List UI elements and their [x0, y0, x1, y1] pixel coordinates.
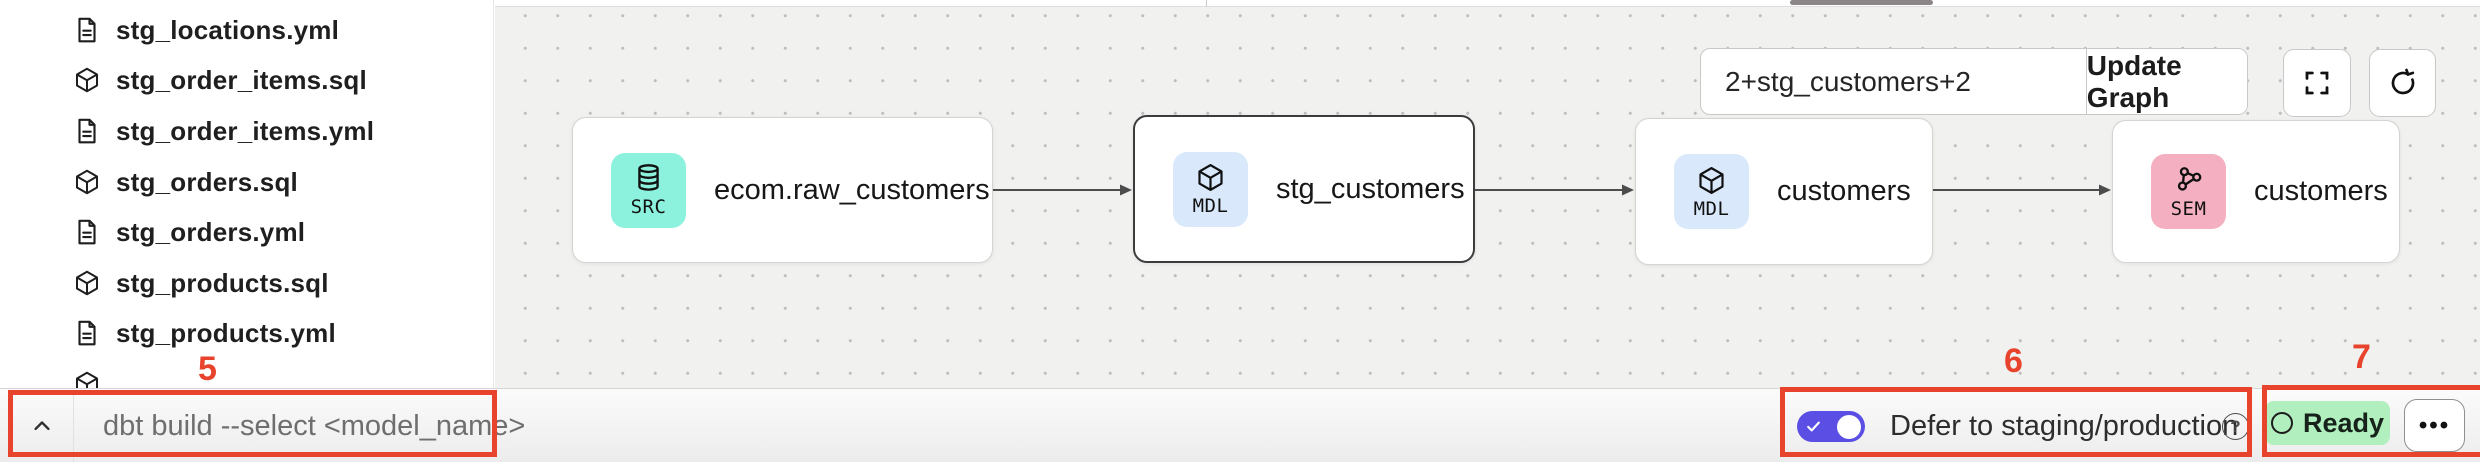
command-bar-divider	[73, 391, 74, 462]
file-doc-icon	[78, 320, 96, 346]
semantic-badge: SEM	[2151, 154, 2226, 229]
edge-src-to-stg-customers	[993, 182, 1133, 198]
more-options-button[interactable]: •••	[2404, 399, 2465, 452]
command-bar: dbt build --select <model_name> Defer to…	[0, 388, 2480, 462]
file-item-stg-orders-yml[interactable]: stg_orders.yml	[72, 215, 305, 249]
file-name: stg_locations.yml	[116, 14, 340, 45]
graph-selector-combo: Update Graph	[1700, 48, 2248, 115]
model-badge: MDL	[1173, 151, 1248, 227]
cube-icon	[1198, 164, 1223, 191]
model-cube-icon	[76, 371, 98, 388]
selector-input[interactable]	[1701, 49, 2086, 114]
file-name: stg_orders.sql	[116, 166, 298, 197]
defer-label: Defer to staging/production	[1890, 409, 2239, 442]
status-text: Ready	[2302, 407, 2385, 438]
status-badge: Ready	[2265, 401, 2390, 445]
file-name: stg_products.sql	[116, 267, 329, 298]
model-badge: MDL	[1674, 154, 1749, 229]
update-graph-button[interactable]: Update Graph	[2086, 49, 2247, 114]
file-name: stg_order_items.yml	[116, 115, 375, 146]
node-label: customers	[2254, 175, 2388, 207]
edge-customers-to-sem-customers	[1933, 182, 2112, 198]
defer-toggle[interactable]	[1797, 411, 1865, 442]
model-cube-icon	[76, 169, 98, 195]
refresh-button[interactable]	[2369, 49, 2436, 117]
semantic-graph-icon	[2177, 166, 2202, 191]
refresh-icon	[2391, 68, 2414, 95]
strip-divider	[1206, 0, 1207, 7]
status-circle-icon	[2270, 412, 2293, 434]
badge-label: MDL	[1693, 197, 1730, 220]
file-item-stg-locations-yml[interactable]: stg_locations.yml	[72, 13, 339, 47]
file-item-stg-order-items-yml[interactable]: stg_order_items.yml	[72, 114, 374, 148]
node-label: customers	[1777, 175, 1911, 207]
node-source-ecom-raw-customers[interactable]: SRC ecom.raw_customers	[572, 117, 993, 263]
file-item-stg-order-items-sql[interactable]: stg_order_items.sql	[72, 63, 367, 97]
node-model-customers[interactable]: MDL customers	[1635, 118, 1933, 265]
badge-label: SRC	[630, 196, 667, 218]
file-name: stg_products.yml	[116, 317, 336, 348]
file-doc-icon	[78, 219, 96, 245]
file-doc-icon	[78, 17, 96, 43]
toggle-knob	[1837, 414, 1861, 439]
canvas-top-strip	[495, 0, 2480, 7]
database-icon	[638, 164, 659, 191]
edge-stg-customers-to-customers	[1475, 182, 1635, 198]
chevron-up-icon	[34, 421, 50, 431]
node-model-stg-customers[interactable]: MDL stg_customers	[1133, 115, 1475, 263]
model-cube-icon	[76, 67, 98, 93]
fullscreen-button[interactable]	[2283, 49, 2351, 117]
file-item-stg-products-sql[interactable]: stg_products.sql	[72, 266, 329, 300]
scroll-indicator-bar	[1790, 0, 1933, 5]
model-cube-icon	[76, 270, 98, 296]
source-badge: SRC	[611, 152, 686, 228]
file-name: stg_order_items.sql	[116, 64, 367, 95]
file-explorer-sidebar: stg_locations.yml stg_order_items.sql st…	[0, 0, 494, 388]
cube-icon	[1699, 166, 1724, 194]
file-doc-icon	[78, 118, 96, 144]
node-semantic-customers[interactable]: SEM customers	[2112, 120, 2400, 263]
file-item-stg-orders-sql[interactable]: stg_orders.sql	[72, 165, 298, 199]
check-icon	[1807, 421, 1820, 432]
help-icon[interactable]: ?	[2222, 413, 2249, 440]
badge-label: SEM	[2170, 197, 2207, 220]
combo-divider	[2086, 49, 2087, 114]
expand-command-bar-button[interactable]	[22, 406, 62, 446]
file-name: stg_orders.yml	[116, 216, 306, 247]
node-label: ecom.raw_customers	[714, 173, 990, 206]
command-input[interactable]: dbt build --select <model_name>	[103, 409, 526, 442]
node-label: stg_customers	[1276, 172, 1465, 205]
badge-label: MDL	[1192, 195, 1229, 217]
file-item-partial[interactable]	[72, 367, 102, 388]
fullscreen-icon	[2305, 71, 2329, 95]
file-item-stg-products-yml[interactable]: stg_products.yml	[72, 316, 336, 350]
